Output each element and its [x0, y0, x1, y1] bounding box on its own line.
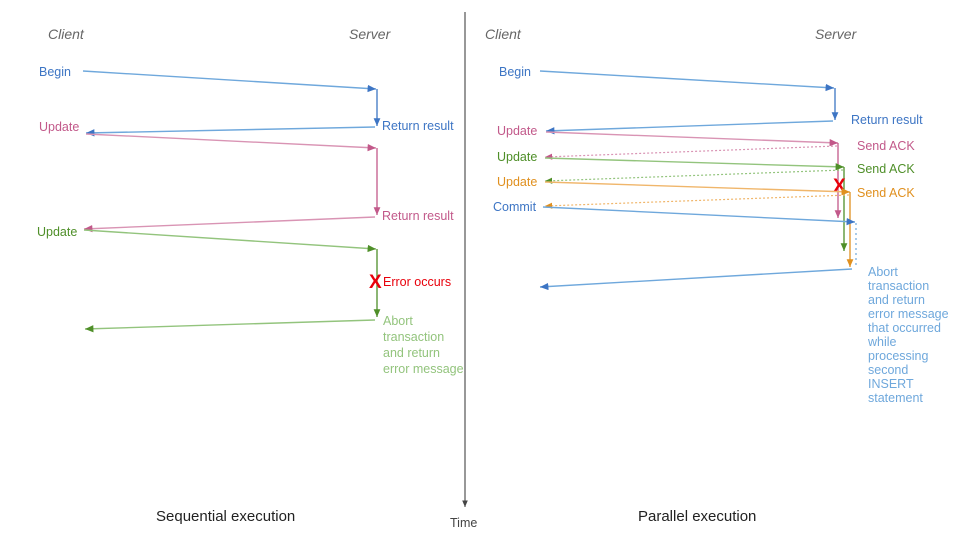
time-axis: Time — [450, 12, 477, 530]
right-message-label-update-3: Update — [497, 175, 537, 189]
right-arrow-update-3 — [544, 181, 851, 196]
left-error-label: Error occurs — [383, 275, 451, 289]
right-message-label-commit: Commit — [493, 200, 537, 214]
right-arrow-ack-3 — [544, 194, 850, 209]
right-server-label-ack-3: Send ACK — [857, 186, 915, 200]
left-arrow-return-result-2 — [83, 216, 376, 233]
right-client-lifeline-header: Client — [485, 26, 522, 42]
left-arrow-return-result-1 — [85, 126, 376, 137]
left-message-label-update-1: Update — [39, 120, 79, 134]
right-abort-note: Abort transaction and return error messa… — [867, 263, 953, 405]
left-abort-note: Abort transaction and return error messa… — [383, 312, 464, 376]
right-server-label-ack-2: Send ACK — [857, 162, 915, 176]
right-arrow-commit — [542, 206, 856, 226]
right-arrow-update-2 — [544, 157, 845, 171]
right-arrow-update-1 — [545, 131, 839, 147]
left-message-label-begin: Begin — [39, 65, 71, 79]
left-client-lifeline-header: Client — [48, 26, 85, 42]
right-panel-caption: Parallel execution — [638, 508, 756, 525]
left-server-label-return-result-1: Return result — [382, 119, 454, 133]
right-server-label-return-result: Return result — [851, 113, 923, 127]
right-message-label-begin: Begin — [499, 65, 531, 79]
right-error-x-icon: X — [833, 176, 846, 197]
left-arrow-begin — [82, 70, 377, 93]
left-arrow-update-2 — [83, 229, 377, 253]
time-axis-label: Time — [450, 516, 477, 530]
left-error-x-icon: X — [369, 272, 382, 293]
left-panel-caption: Sequential execution — [156, 508, 295, 525]
right-panel-parallel: Client Server Begin Return result Update… — [485, 26, 953, 525]
left-arrow-abort-return — [84, 319, 376, 333]
right-server-label-ack-1: Send ACK — [857, 139, 915, 153]
right-message-label-update-2: Update — [497, 150, 537, 164]
left-message-label-update-2: Update — [37, 225, 77, 239]
right-arrow-ack-1 — [544, 145, 838, 160]
left-arrow-update-1 — [85, 133, 377, 152]
right-arrow-begin — [539, 70, 835, 92]
right-arrow-ack-2 — [544, 169, 844, 184]
right-message-label-update-1: Update — [497, 124, 537, 138]
right-arrow-abort-return — [539, 268, 853, 291]
right-arrow-return-result — [545, 120, 834, 135]
left-server-label-return-result-2: Return result — [382, 209, 454, 223]
left-panel-sequential: Client Server Begin Return result Update… — [37, 26, 464, 525]
right-server-lifeline-header: Server — [815, 26, 858, 42]
left-server-lifeline-header: Server — [349, 26, 392, 42]
